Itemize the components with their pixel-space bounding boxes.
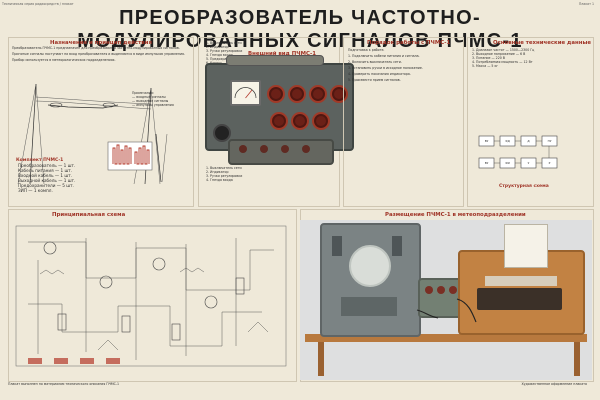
external-bottom-note-3: 3. Ручки регулировки xyxy=(206,174,243,178)
set-item-6: ЗИП — 1 компл. xyxy=(18,188,53,193)
bottom-left-note: Плакат выполнен по материалам техническо… xyxy=(8,382,120,386)
struct-block-5: ВУ xyxy=(485,161,489,165)
struct-block-1: ВУ xyxy=(485,139,489,143)
external-bottom-notes: 1. Выключатель сети 2. Индикатор 3. Ручк… xyxy=(206,166,326,182)
back-socket-4 xyxy=(302,145,310,153)
knob-1 xyxy=(267,85,285,103)
work-order-5: 4. Проверить показания индикатора. xyxy=(348,72,411,76)
external-bottom-note-4: 4. Гнезда входа xyxy=(206,178,233,182)
header-meta-left: Техническая серия радиосредств / плакат xyxy=(2,2,74,6)
receiver-side-panel-2 xyxy=(392,236,402,256)
knob-5 xyxy=(270,112,288,130)
teleprinter-keyboard xyxy=(477,288,562,310)
work-order-6: 5. Произвести прием сигналов. xyxy=(348,78,401,82)
receiver-dial xyxy=(349,245,391,287)
back-panel xyxy=(228,139,334,165)
connection-cables xyxy=(416,298,477,323)
external-bottom-note-1: 1. Выключатель сети xyxy=(206,166,242,170)
table-leg-left xyxy=(318,342,324,376)
work-order-panel xyxy=(343,37,464,207)
knob-2 xyxy=(288,85,306,103)
set-list: Преобразователь — 1 шт. Кабель питания —… xyxy=(18,163,88,193)
legend-note-4: — импульсы управления xyxy=(132,103,174,107)
external-heading: Внешний вид ПЧМС-1 xyxy=(248,51,316,57)
struct-block-4: ПУ xyxy=(548,139,552,143)
spec-1: 1. Диапазон частот — 1500—2300 Гц xyxy=(472,48,535,52)
header-meta-right: Плакат 1 xyxy=(578,2,594,6)
set-item-4: Выходной кабель — 1 шт. xyxy=(18,178,76,183)
purpose-text-block: Преобразователь ПЧМС-1 предназначен для … xyxy=(12,46,188,64)
knob-3 xyxy=(309,85,327,103)
work-order-1: Подготовка к работе. xyxy=(348,48,385,52)
work-order-heading: Порядок работы с ПЧМС-1 xyxy=(367,40,451,46)
struct-block-8: Р xyxy=(549,161,551,165)
work-order-4: 3. Установить ручки в исходное положение… xyxy=(348,66,423,70)
structural-heading: Структурная схема xyxy=(499,183,549,189)
receiver-lower-panel xyxy=(341,297,397,316)
pchms-knob-1 xyxy=(425,286,433,294)
device-handle xyxy=(226,55,324,66)
spec-3: 3. Питание — 220 В xyxy=(472,56,505,60)
back-socket-2 xyxy=(260,145,268,153)
pchms-knob-3 xyxy=(449,286,457,294)
purpose-text-1: Преобразователь ПЧМС-1 предназначен для … xyxy=(12,46,180,50)
set-item-3: Входной кабель — 1 шт. xyxy=(18,173,73,178)
front-meter xyxy=(230,80,261,106)
external-label-3: 3. Ручки регулировки xyxy=(206,49,243,53)
work-order-3: 2. Включить выключатель сети. xyxy=(348,60,402,64)
work-order-text: Подготовка к работе. 1. Подключить кабел… xyxy=(348,48,456,84)
table-top xyxy=(305,334,587,342)
legend-note-2: — входные сигналы xyxy=(132,95,166,99)
table-leg-right xyxy=(574,342,580,376)
purpose-text-2: Принятые сигналы поступают на вход преоб… xyxy=(12,52,185,56)
set-heading: Комплект ПЧМС-1 xyxy=(16,157,63,163)
legend-note-1: Примечания: xyxy=(132,91,154,95)
specs-heading: Основные технические данные xyxy=(493,40,592,46)
struct-block-2: ФД xyxy=(505,139,510,143)
external-label-4: 4. Гнезда входа xyxy=(206,53,233,57)
spec-5: 5. Масса — 5 кг xyxy=(472,64,499,68)
specs-text: 1. Диапазон частот — 1500—2300 Гц 2. Вых… xyxy=(472,48,586,68)
work-order-2: 1. Подключить кабели питания и сигнала. xyxy=(348,54,420,58)
principal-scheme-panel xyxy=(8,209,297,382)
knob-7 xyxy=(312,112,330,130)
teleprinter-platen xyxy=(485,276,557,286)
poster-title: ПРЕОБРАЗОВАТЕЛЬ ЧАСТОТНО-МОДУЛИРОВАННЫХ … xyxy=(77,7,523,52)
placement-heading: Размещение ПЧМС-1 в метеоподразделении xyxy=(385,212,526,218)
struct-block-7: У xyxy=(528,161,530,165)
teleprinter-paper xyxy=(504,224,548,268)
principal-schematic xyxy=(15,225,287,367)
purpose-panel xyxy=(8,37,194,207)
back-socket-3 xyxy=(281,145,289,153)
power-switch xyxy=(213,124,231,142)
bottom-right-note: Художественное оформление плаката xyxy=(521,382,587,386)
set-item-1: Преобразователь — 1 шт. xyxy=(18,163,76,168)
receiver-side-panel xyxy=(332,236,342,256)
struct-block-3: Д xyxy=(527,139,530,143)
principal-heading: Принципиальная схема xyxy=(52,212,126,218)
purpose-heading: Назначение и принцип действия xyxy=(50,40,152,46)
specs-panel xyxy=(467,37,594,207)
knob-6 xyxy=(291,112,309,130)
spec-2: 2. Выходное напряжение — 6 В xyxy=(472,52,526,56)
back-socket-1 xyxy=(239,145,247,153)
external-label-2: 2. Индикатор xyxy=(206,45,229,49)
external-label-1: 1. Выключатель сети xyxy=(206,41,242,45)
struct-block-6: ФИ xyxy=(505,161,510,165)
set-item-2: Кабель питания — 1 шт. xyxy=(18,168,73,173)
meter-face xyxy=(234,87,257,99)
pchms-knob-2 xyxy=(437,286,445,294)
purpose-text-3: Прибор используется в метеорологических … xyxy=(12,58,116,62)
antenna-illustration: Комплект ПЧМС-1 xyxy=(16,83,168,185)
set-item-5: Предохранители — 5 шт. xyxy=(18,183,74,188)
structural-diagram: ВУ ФД Д ПУ ВУ ФИ У Р Структурная схема xyxy=(478,135,558,189)
spec-4: 4. Потребляемая мощность — 12 Вт xyxy=(472,60,533,64)
external-bottom-note-2: 2. Индикатор xyxy=(206,170,229,174)
external-label-5: 5. Предохранители xyxy=(206,57,239,61)
